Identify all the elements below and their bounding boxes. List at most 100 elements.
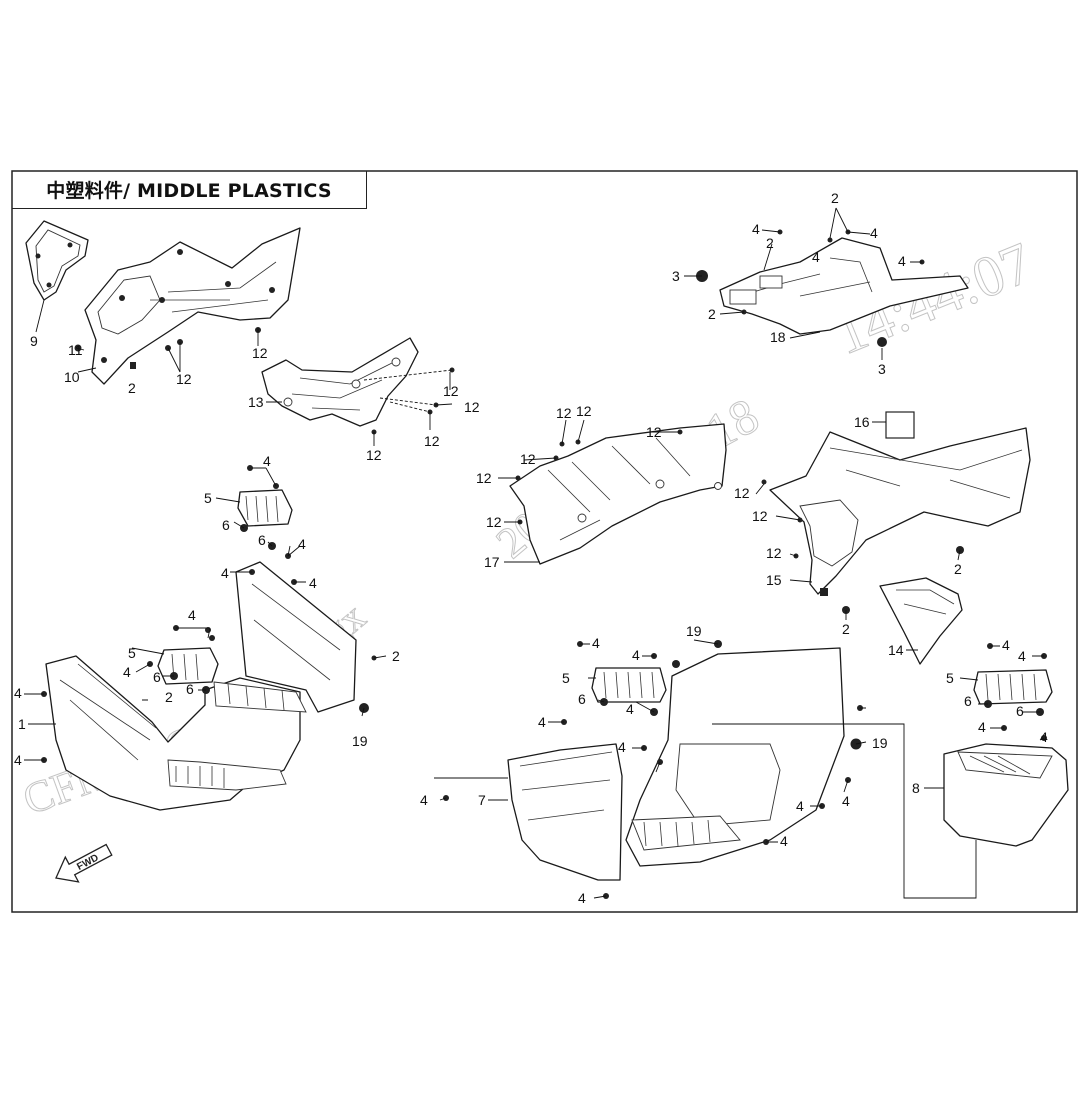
callout-4: 4 <box>309 575 317 591</box>
callout-12: 12 <box>443 383 459 399</box>
callout-4: 4 <box>123 664 131 680</box>
fwd-arrow-icon: FWD <box>55 843 113 883</box>
callout-16: 16 <box>854 414 870 430</box>
callout-2: 2 <box>708 306 716 322</box>
callout-labels: 9 11 10 2 12 12 13 12 12 12 12 4 5 6 6 4… <box>14 190 1048 906</box>
part-9 <box>25 220 89 301</box>
part-5-far-right <box>973 669 1053 705</box>
callout-5: 5 <box>128 645 136 661</box>
callout-2: 2 <box>842 621 850 637</box>
leader-8-group <box>712 723 977 899</box>
callout-12: 12 <box>734 485 750 501</box>
callout-2: 2 <box>128 380 136 396</box>
leader-lines <box>24 207 1045 899</box>
part-15 <box>761 427 1031 614</box>
callout-3: 3 <box>672 268 680 284</box>
callout-4: 4 <box>14 752 22 768</box>
part-8 <box>943 743 1069 847</box>
callout-6: 6 <box>258 532 266 548</box>
callout-4: 4 <box>898 253 906 269</box>
part-17 <box>509 423 727 565</box>
callout-4: 4 <box>298 536 306 552</box>
callout-4: 4 <box>1018 648 1026 664</box>
callout-4: 4 <box>221 565 229 581</box>
part-1 <box>45 561 357 811</box>
callout-15: 15 <box>766 572 782 588</box>
part-13 <box>261 337 455 435</box>
callout-12: 12 <box>556 405 572 421</box>
callout-12: 12 <box>520 451 536 467</box>
callout-4: 4 <box>812 249 820 265</box>
callout-14: 14 <box>888 642 904 658</box>
callout-2: 2 <box>165 689 173 705</box>
part-14 <box>879 577 963 665</box>
callout-12: 12 <box>176 371 192 387</box>
callout-4: 4 <box>592 635 600 651</box>
part-5-right <box>591 667 667 703</box>
part-10 <box>74 227 301 385</box>
callout-4: 4 <box>1002 637 1010 653</box>
callout-6: 4 <box>626 701 634 717</box>
callout-13: 13 <box>248 394 264 410</box>
part-5-left-lower <box>157 647 219 685</box>
callout-8: 8 <box>912 780 920 796</box>
callout-12: 12 <box>366 447 382 463</box>
page-title: 中塑料件/ MIDDLE PLASTICS <box>12 171 367 209</box>
callout-4: 4 <box>578 890 586 906</box>
callout-6: 6 <box>578 691 586 707</box>
callout-9: 9 <box>30 333 38 349</box>
callout-10: 10 <box>64 369 80 385</box>
callout-18: 18 <box>770 329 786 345</box>
callout-6: 6 <box>153 669 161 685</box>
callout-2: 2 <box>766 235 774 251</box>
callout-4: 4 <box>780 833 788 849</box>
callout-12: 12 <box>576 403 592 419</box>
callout-4: 4 <box>420 792 428 808</box>
callout-4: 4 <box>978 719 986 735</box>
callout-4: 4 <box>1040 729 1048 745</box>
callout-17: 17 <box>484 554 500 570</box>
diagram-frame <box>11 170 1078 913</box>
callout-19: 19 <box>872 735 888 751</box>
part-7 <box>507 647 845 881</box>
part-16-box <box>885 411 915 439</box>
callout-5: 5 <box>946 670 954 686</box>
callout-6: 6 <box>964 693 972 709</box>
callout-1: 1 <box>18 716 26 732</box>
callout-12: 12 <box>486 514 502 530</box>
callout-12: 12 <box>766 545 782 561</box>
callout-4: 4 <box>632 647 640 663</box>
callout-6: 6 <box>222 517 230 533</box>
callout-4: 4 <box>263 453 271 469</box>
callout-12: 12 <box>646 424 662 440</box>
callout-12: 12 <box>252 345 268 361</box>
callout-5: 5 <box>204 490 212 506</box>
callout-4: 4 <box>618 739 626 755</box>
callout-11: 11 <box>68 342 83 358</box>
callout-6: 6 <box>1016 703 1024 719</box>
callout-4: 4 <box>842 793 850 809</box>
callout-12: 12 <box>476 470 492 486</box>
part-5-left-upper <box>237 489 293 527</box>
callout-12: 12 <box>424 433 440 449</box>
callout-19: 19 <box>352 733 368 749</box>
callout-7: 7 <box>478 792 486 808</box>
callout-4: 4 <box>538 714 546 730</box>
callout-4: 4 <box>14 685 22 701</box>
callout-5: 5 <box>562 670 570 686</box>
callout-4: 4 <box>796 798 804 814</box>
callout-2: 2 <box>392 648 400 664</box>
callout-4: 4 <box>188 607 196 623</box>
callout-12: 12 <box>752 508 768 524</box>
callout-4: 4 <box>752 221 760 237</box>
callout-19: 19 <box>686 623 702 639</box>
callout-6: 6 <box>186 681 194 697</box>
callout-2: 2 <box>954 561 962 577</box>
fwd-label: FWD <box>75 852 100 872</box>
callout-2: 2 <box>831 190 839 206</box>
part-18 <box>696 237 969 347</box>
callout-4: 4 <box>870 225 878 241</box>
callout-12: 12 <box>464 399 480 415</box>
